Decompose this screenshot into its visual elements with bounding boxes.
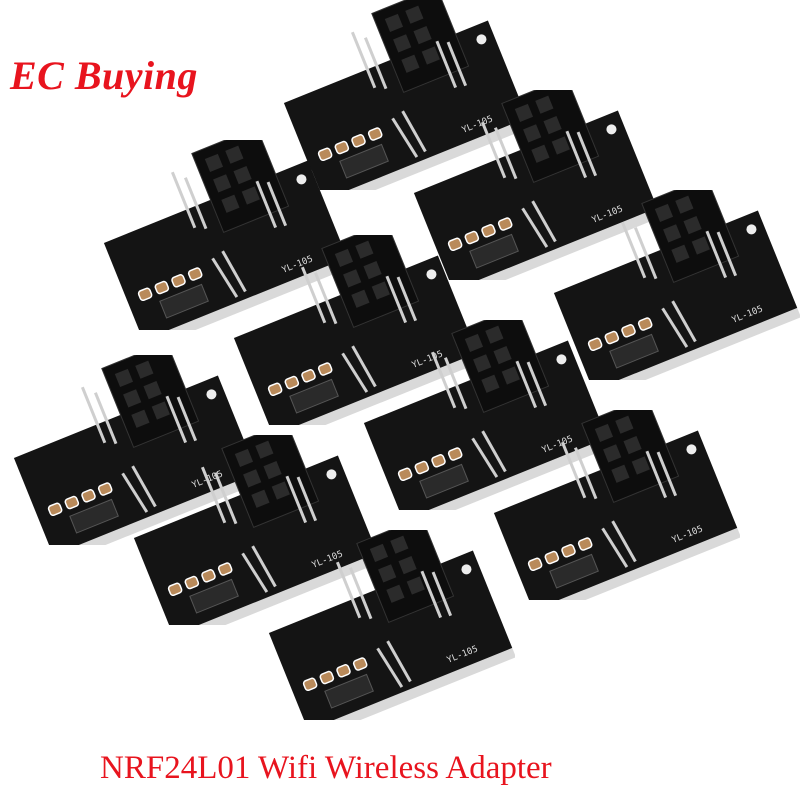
adapter-board: YL-105 bbox=[400, 76, 661, 300]
adapter-board: YL-105 bbox=[480, 396, 741, 620]
product-caption: NRF24L01 Wifi Wireless Adapter bbox=[100, 750, 552, 786]
adapter-board: YL-105 bbox=[90, 126, 351, 350]
adapter-board: YL-105 bbox=[0, 341, 261, 565]
adapter-board: YL-105 bbox=[255, 516, 516, 740]
adapter-board: YL-105 bbox=[220, 221, 481, 445]
adapter-board: YL-105 bbox=[540, 176, 800, 400]
brand-logo: EC Buying bbox=[10, 53, 198, 98]
adapter-board: YL-105 bbox=[120, 421, 381, 645]
adapter-board: YL-105 bbox=[350, 306, 611, 530]
adapter-board: YL-105 bbox=[270, 0, 531, 210]
